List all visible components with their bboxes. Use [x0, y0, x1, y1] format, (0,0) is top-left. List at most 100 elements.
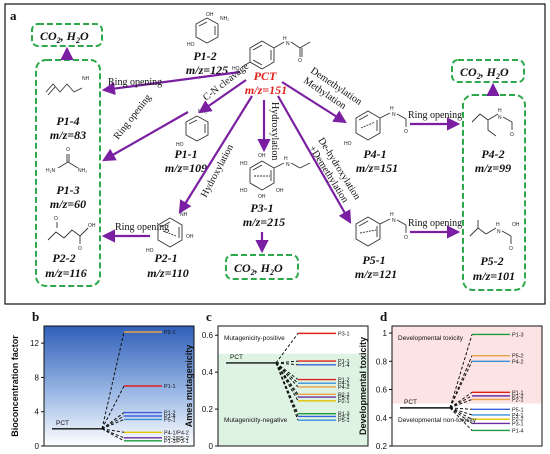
label-hydroxylation-center: Hydroxylation	[269, 102, 280, 160]
svg-text:H: H	[283, 36, 287, 42]
pct-mz: m/z=151	[245, 83, 287, 97]
p4-1-molecule: HO H N O	[344, 106, 408, 147]
panel-a-label: a	[10, 8, 17, 23]
panel-b-ytick-label-2: 8	[35, 373, 40, 382]
panel-d-point-label-2: P4-2	[512, 359, 524, 365]
p1-4-mz: m/z=83	[50, 128, 86, 142]
svg-text:NH: NH	[180, 212, 188, 218]
p5-2-mz: m/z=101	[473, 269, 515, 283]
pct-molecule: HO H N O	[232, 36, 311, 72]
panel-b-connector-4	[101, 418, 125, 430]
panel-b-point-label-7: P1-3/P3-1	[164, 439, 189, 445]
p1-3-mz: m/z=60	[50, 197, 86, 211]
panel-c-point-label-3: P1-2	[338, 378, 350, 384]
panel-b-connector-2	[101, 412, 125, 430]
svg-text:H: H	[284, 156, 288, 162]
svg-text:O: O	[54, 216, 58, 222]
panel-c-point-label-4: P4-1	[338, 381, 350, 387]
p2-1-molecule: NH HO OH	[146, 212, 194, 254]
panel-d-label: d	[380, 309, 388, 324]
panel-b-connector-1	[101, 385, 125, 430]
arrow-pct-p5-1	[277, 95, 352, 224]
svg-text:NH₂: NH₂	[78, 168, 87, 174]
panel-b-ylabel: Bioconcentration factor	[10, 335, 20, 437]
panel-d-annotation-top: Developmental toxicity	[398, 335, 464, 342]
panel-c-connector-2	[275, 362, 299, 366]
panel-c-ytick-label-1: 0.2	[202, 405, 214, 414]
svg-text:HO: HO	[240, 188, 248, 194]
arrow-pct-p1-1	[198, 79, 247, 114]
p4-1-name: P4-1	[363, 147, 386, 161]
panel-c-ylabel: Ames mutagenicity	[184, 345, 194, 428]
p4-2-name: P4-2	[481, 147, 504, 161]
panel-b-center-label: PCT	[56, 420, 69, 427]
panel-b-point-label-0: P2-1	[164, 330, 176, 336]
p3-1-mz: m/z=215	[243, 215, 285, 229]
panel-b-point-label-6: P2-2/P5-2	[164, 436, 189, 442]
p4-2-mz: m/z=99	[475, 161, 511, 175]
svg-text:O: O	[66, 147, 70, 153]
p3-1-name: P3-1	[250, 201, 273, 215]
arrow-pct-p2-1	[178, 95, 253, 214]
svg-text:OH: OH	[206, 12, 214, 18]
panel-b-point-label-3: P1-4	[164, 414, 176, 420]
panel-c-label: c	[206, 309, 212, 324]
svg-text:OH: OH	[258, 194, 266, 200]
arrow-pct-p1-4	[101, 70, 241, 96]
p5-1-mz: m/z=121	[355, 267, 397, 281]
svg-text:O: O	[510, 132, 514, 138]
panel-d-ylabel: Developmental toxicity	[358, 337, 368, 435]
p1-1-name: P1-1	[174, 147, 197, 161]
panel-b-connector-7	[101, 428, 125, 442]
svg-text:HO: HO	[344, 141, 352, 147]
svg-text:NH₂: NH₂	[220, 16, 229, 22]
p5-2-name: P5-2	[480, 254, 503, 268]
svg-text:OH: OH	[512, 222, 520, 228]
panel-c-connector-3	[275, 362, 299, 380]
panel-b-ytick-label-0: 0	[35, 442, 40, 451]
panel-c-center-label: PCT	[230, 354, 243, 361]
panel-d-connector-7	[449, 407, 473, 416]
panel-c-connector-11	[275, 362, 299, 421]
svg-text:OH: OH	[88, 223, 96, 229]
panel-d-point-label-3: P1-1	[512, 390, 524, 396]
panel-c-point-label-8: P2-1	[338, 399, 350, 405]
p1-2-name: P1-2	[193, 49, 216, 63]
panel-d-connector-6	[449, 407, 473, 410]
svg-text:O: O	[78, 246, 82, 252]
panel-d-connector-0	[449, 334, 473, 409]
svg-text:HO: HO	[176, 142, 184, 148]
panel-d-connector-3	[449, 391, 473, 409]
panel-b-ytick-label-1: 4	[35, 408, 40, 417]
panel-d-connector-8	[449, 407, 473, 420]
p4-2-molecule: H N O	[471, 108, 514, 138]
panel-b-frame	[43, 325, 195, 447]
panel-d-connector-4	[449, 395, 473, 409]
panel-b-point-label-5: P4-1/P4-2	[164, 430, 189, 436]
panel-d-ytick-label-3: 0.8	[376, 357, 388, 366]
p1-3-name: P1-3	[56, 183, 79, 197]
co2-box-bottom	[225, 254, 299, 280]
p2-2-name: P2-2	[52, 251, 75, 265]
panel-c-point-label-2: P1-4	[338, 363, 350, 369]
arrow-p1-1-p1-3	[102, 111, 189, 162]
panel-b-point-label-4: P5-1	[164, 417, 176, 423]
panel-c-point-label-1: P1-1	[338, 359, 350, 365]
svg-text:O: O	[298, 58, 302, 64]
panel-d-frame	[391, 325, 543, 447]
panel-d-connector-2	[449, 361, 473, 409]
p1-2-mz: m/z=125	[186, 63, 228, 77]
panel-c-ytick-label-3: 0.6	[202, 331, 214, 340]
p2-1-name: P2-1	[154, 251, 177, 265]
panel-b-connector-0	[101, 331, 125, 429]
panel-d-point-label-9: P3-1	[512, 421, 524, 427]
panel-d-connector-5	[449, 398, 473, 409]
panel-c-connector-1	[275, 360, 299, 364]
svg-text:N: N	[498, 115, 502, 121]
panel-c-connector-0	[275, 333, 299, 364]
panel-d-connector-9	[449, 407, 473, 424]
svg-text:NH: NH	[82, 76, 90, 82]
panel-c-point-label-7: P5-2	[338, 395, 350, 401]
svg-text:H: H	[390, 212, 394, 218]
panel-c-point-label-5: P4-2	[338, 385, 350, 391]
